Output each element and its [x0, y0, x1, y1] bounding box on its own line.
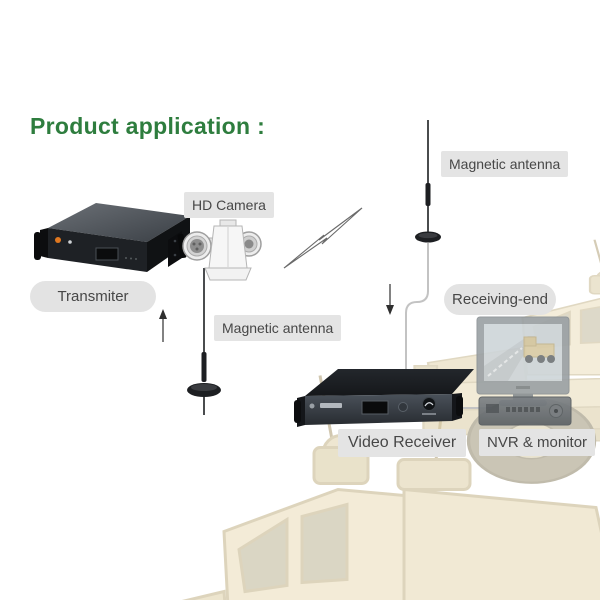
- down-arrow-icon: [386, 284, 394, 315]
- receiving-end-label: Receiving-end: [444, 284, 556, 315]
- transmitter-device: [34, 203, 190, 272]
- magnetic-antenna-label-left: Magnetic antenna: [214, 315, 342, 341]
- transmitter-label: Transmiter: [30, 281, 156, 312]
- lightning-bolt-icon: [283, 207, 363, 269]
- antenna-receiver-cable: [405, 243, 429, 378]
- nvr-monitor-label: NVR & monitor: [479, 429, 596, 456]
- up-arrow-icon: [159, 309, 167, 342]
- page-title: Product application :: [30, 113, 266, 139]
- video-receiver-label: Video Receiver: [338, 429, 467, 457]
- magnetic-antenna-label-right: Magnetic antenna: [441, 151, 569, 177]
- magnetic-antenna-right-icon: [415, 120, 441, 243]
- hd-camera-label: HD Camera: [184, 192, 274, 218]
- nvr-device: [478, 396, 572, 426]
- magnetic-antenna-left-icon: [187, 268, 221, 415]
- monitor-device: [476, 316, 570, 406]
- video-receiver-device: [294, 369, 474, 427]
- hd-camera-device: [182, 219, 262, 281]
